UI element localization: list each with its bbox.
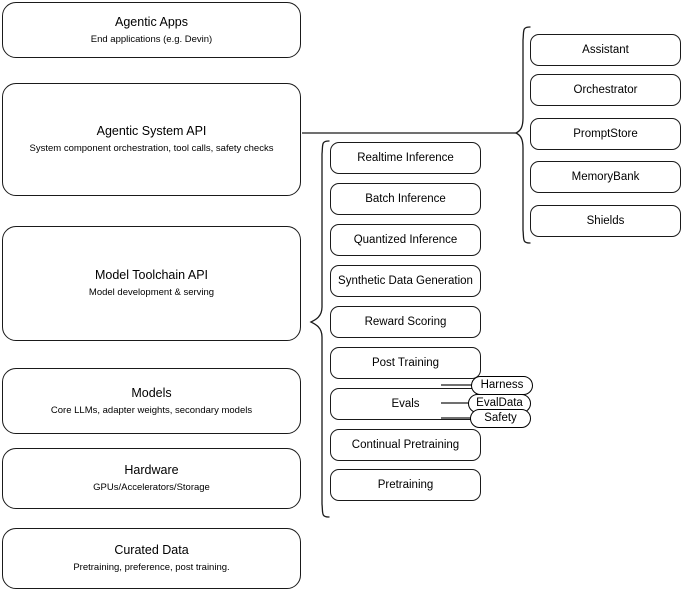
layer-subtitle: Model development & serving xyxy=(88,287,215,298)
component-shields[interactable]: Shields xyxy=(530,205,681,237)
capability-synthetic-data-generation[interactable]: Synthetic Data Generation xyxy=(330,265,481,297)
capability-realtime-inference[interactable]: Realtime Inference xyxy=(330,142,481,174)
capability-label: Quantized Inference xyxy=(353,234,458,246)
layer-subtitle: End applications (e.g. Devin) xyxy=(90,33,213,45)
layer-title: Agentic Apps xyxy=(115,14,188,29)
capability-quantized-inference[interactable]: Quantized Inference xyxy=(330,224,481,256)
layer-model-toolchain-api[interactable]: Model Toolchain API Model development & … xyxy=(2,226,301,341)
capability-pretraining[interactable]: Pretraining xyxy=(330,469,481,501)
capability-label: Pretraining xyxy=(377,479,434,491)
layer-title: Models xyxy=(131,385,172,400)
layer-subtitle: Core LLMs, adapter weights, secondary mo… xyxy=(50,404,253,416)
component-assistant[interactable]: Assistant xyxy=(530,34,681,66)
capability-batch-inference[interactable]: Batch Inference xyxy=(330,183,481,215)
layer-agentic-system-api[interactable]: Agentic System API System component orch… xyxy=(2,83,301,196)
evals-subcomponent-safety[interactable]: Safety xyxy=(470,409,531,428)
component-memorybank[interactable]: MemoryBank xyxy=(530,161,681,193)
component-promptstore[interactable]: PromptStore xyxy=(530,118,681,150)
capability-post-training[interactable]: Post Training xyxy=(330,347,481,379)
component-label: Orchestrator xyxy=(573,84,638,96)
evals-subcomponent-harness[interactable]: Harness xyxy=(471,376,533,395)
capability-label: Reward Scoring xyxy=(364,316,447,328)
layer-agentic-apps[interactable]: Agentic Apps End applications (e.g. Devi… xyxy=(2,2,301,58)
component-label: MemoryBank xyxy=(571,171,640,183)
capability-label: Evals xyxy=(391,398,420,410)
evals-subcomponent-label: Safety xyxy=(484,412,517,424)
layer-title: Model Toolchain API xyxy=(94,268,209,282)
capability-label: Batch Inference xyxy=(365,193,446,205)
layer-title: Hardware xyxy=(124,463,179,477)
layer-title: Curated Data xyxy=(114,543,189,557)
component-orchestrator[interactable]: Orchestrator xyxy=(530,74,681,106)
layer-title: Agentic System API xyxy=(96,124,207,138)
evals-subcomponent-label: Harness xyxy=(480,379,524,391)
capability-reward-scoring[interactable]: Reward Scoring xyxy=(330,306,481,338)
capability-label: Post Training xyxy=(371,357,440,369)
layer-curated-data[interactable]: Curated Data Pretraining, preference, po… xyxy=(2,528,301,589)
layer-subtitle: GPUs/Accelerators/Storage xyxy=(93,482,210,493)
component-label: PromptStore xyxy=(573,128,638,140)
layer-hardware[interactable]: Hardware GPUs/Accelerators/Storage xyxy=(2,448,301,509)
capability-continual-pretraining[interactable]: Continual Pretraining xyxy=(330,429,481,461)
layer-models[interactable]: Models Core LLMs, adapter weights, secon… xyxy=(2,368,301,434)
layer-subtitle: Pretraining, preference, post training. xyxy=(73,562,230,573)
component-label: Assistant xyxy=(582,44,629,56)
capability-label: Realtime Inference xyxy=(357,152,454,164)
capability-label: Synthetic Data Generation xyxy=(338,275,473,287)
component-label: Shields xyxy=(586,215,625,227)
evals-subcomponent-label: EvalData xyxy=(476,397,523,409)
layer-subtitle: System component orchestration, tool cal… xyxy=(29,143,274,154)
capability-evals[interactable]: Evals xyxy=(330,388,481,420)
capability-label: Continual Pretraining xyxy=(351,439,460,451)
